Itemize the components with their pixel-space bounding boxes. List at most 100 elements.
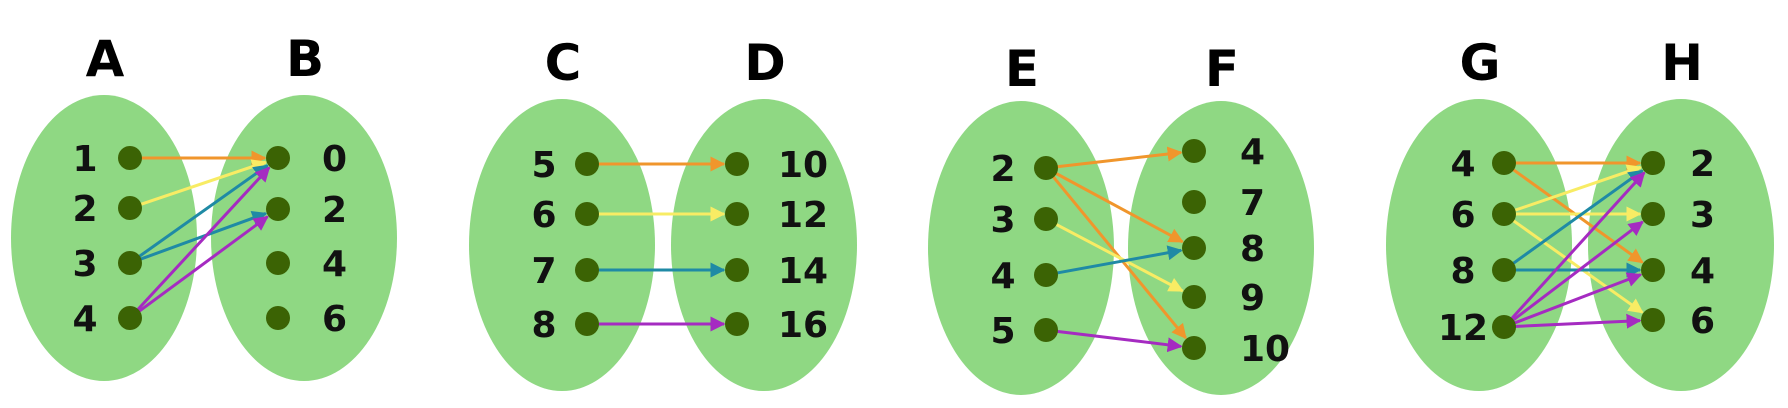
arrow-12-to-4 — [1512, 272, 1643, 325]
set-E-ellipse — [928, 101, 1114, 395]
element-label-G-8: 8 — [1450, 251, 1475, 292]
arrow-3-to-9 — [1054, 222, 1184, 293]
arrow-8-to-2 — [1511, 169, 1644, 266]
arrow-12-to-2 — [1509, 171, 1646, 321]
element-label-A-3: 3 — [72, 244, 97, 285]
element-dot-A-4 — [118, 306, 142, 330]
element-label-B-2: 2 — [322, 190, 347, 231]
element-dot-D-10 — [725, 152, 749, 176]
element-dot-F-8 — [1182, 236, 1206, 260]
element-dot-D-12 — [725, 202, 749, 226]
element-label-C-5: 5 — [531, 145, 556, 186]
set-C-ellipse — [469, 99, 655, 391]
element-label-F-10: 10 — [1240, 329, 1290, 370]
element-dot-H-6 — [1641, 308, 1665, 332]
element-label-B-6: 6 — [322, 299, 347, 340]
element-dot-B-6 — [266, 306, 290, 330]
mapping-C-to-D: C D 5 6 7 8 10 12 14 16 — [469, 34, 857, 391]
element-label-A-1: 1 — [72, 139, 97, 180]
element-dot-F-4 — [1182, 139, 1206, 163]
arrow-3-to-2 — [138, 211, 268, 261]
element-dot-A-3 — [118, 251, 142, 275]
arrows — [1051, 146, 1187, 353]
element-dot-B-2 — [266, 197, 290, 221]
set-F-ellipse — [1128, 101, 1314, 395]
element-label-H-4: 4 — [1690, 251, 1715, 292]
element-dot-E-2 — [1034, 156, 1058, 180]
element-dot-C-6 — [575, 202, 599, 226]
element-label-H-6: 6 — [1690, 301, 1715, 342]
arrow-6-to-6 — [1511, 218, 1644, 314]
element-dot-F-9 — [1182, 285, 1206, 309]
set-F-title: F — [1205, 40, 1239, 98]
set-A-ellipse — [11, 95, 197, 381]
element-dot-E-3 — [1034, 207, 1058, 231]
arrow-3-to-0 — [137, 164, 269, 259]
arrows — [1509, 155, 1646, 329]
element-label-E-3: 3 — [990, 200, 1015, 241]
element-dot-C-8 — [575, 312, 599, 336]
set-G-title: G — [1459, 34, 1500, 92]
element-dot-C-7 — [575, 258, 599, 282]
arrow-5-to-10 — [1055, 329, 1183, 353]
element-dot-H-4 — [1641, 258, 1665, 282]
element-label-D-16: 16 — [778, 305, 828, 346]
arrow-6-to-2 — [1512, 164, 1643, 213]
element-label-F-7: 7 — [1240, 183, 1265, 224]
element-label-E-4: 4 — [990, 256, 1015, 297]
element-dot-G-8 — [1492, 258, 1516, 282]
mapping-A-to-B: A B 1 2 3 4 0 2 4 6 — [11, 30, 397, 381]
arrow-2-to-8 — [1054, 171, 1184, 244]
element-label-A-4: 4 — [72, 299, 97, 340]
set-B-title: B — [286, 30, 324, 88]
element-dot-F-7 — [1182, 190, 1206, 214]
element-dot-D-16 — [725, 312, 749, 336]
element-label-B-4: 4 — [322, 244, 347, 285]
set-E-title: E — [1005, 40, 1039, 98]
element-label-H-2: 2 — [1690, 144, 1715, 185]
element-label-B-0: 0 — [322, 139, 347, 180]
element-dot-A-2 — [118, 196, 142, 220]
element-dot-F-10 — [1182, 336, 1206, 360]
set-H-title: H — [1661, 34, 1703, 92]
element-label-D-12: 12 — [778, 195, 828, 236]
element-label-C-6: 6 — [531, 195, 556, 236]
arrow-4-to-2 — [137, 215, 269, 314]
element-dot-C-5 — [575, 152, 599, 176]
arrow-12-to-3 — [1511, 220, 1644, 323]
element-label-C-8: 8 — [531, 305, 556, 346]
element-label-D-14: 14 — [778, 251, 828, 292]
element-label-D-10: 10 — [778, 145, 828, 186]
element-dot-E-4 — [1034, 263, 1058, 287]
set-A-title: A — [86, 30, 125, 88]
element-dot-D-14 — [725, 258, 749, 282]
element-dot-G-4 — [1492, 151, 1516, 175]
arrow-12-to-6 — [1513, 313, 1642, 329]
arrow-2-to-0 — [138, 159, 268, 207]
arrow-2-to-4 — [1055, 146, 1183, 169]
element-label-F-9: 9 — [1240, 278, 1265, 319]
element-dot-E-5 — [1034, 318, 1058, 342]
element-label-E-5: 5 — [990, 311, 1015, 352]
element-dot-A-1 — [118, 146, 142, 170]
element-dot-H-2 — [1641, 151, 1665, 175]
element-dot-G-12 — [1492, 315, 1516, 339]
element-label-F-8: 8 — [1240, 229, 1265, 270]
element-label-A-2: 2 — [72, 189, 97, 230]
element-dot-B-4 — [266, 251, 290, 275]
arrow-4-to-8 — [1055, 245, 1183, 275]
element-label-G-12: 12 — [1438, 308, 1488, 349]
element-label-F-4: 4 — [1240, 132, 1265, 173]
element-label-C-7: 7 — [531, 251, 556, 292]
arrows — [597, 156, 726, 332]
arrows — [135, 150, 271, 314]
set-D-title: D — [744, 34, 786, 92]
set-D-ellipse — [671, 99, 857, 391]
set-C-title: C — [545, 34, 582, 92]
element-dot-G-6 — [1492, 202, 1516, 226]
element-label-H-3: 3 — [1690, 195, 1715, 236]
element-dot-B-0 — [266, 146, 290, 170]
